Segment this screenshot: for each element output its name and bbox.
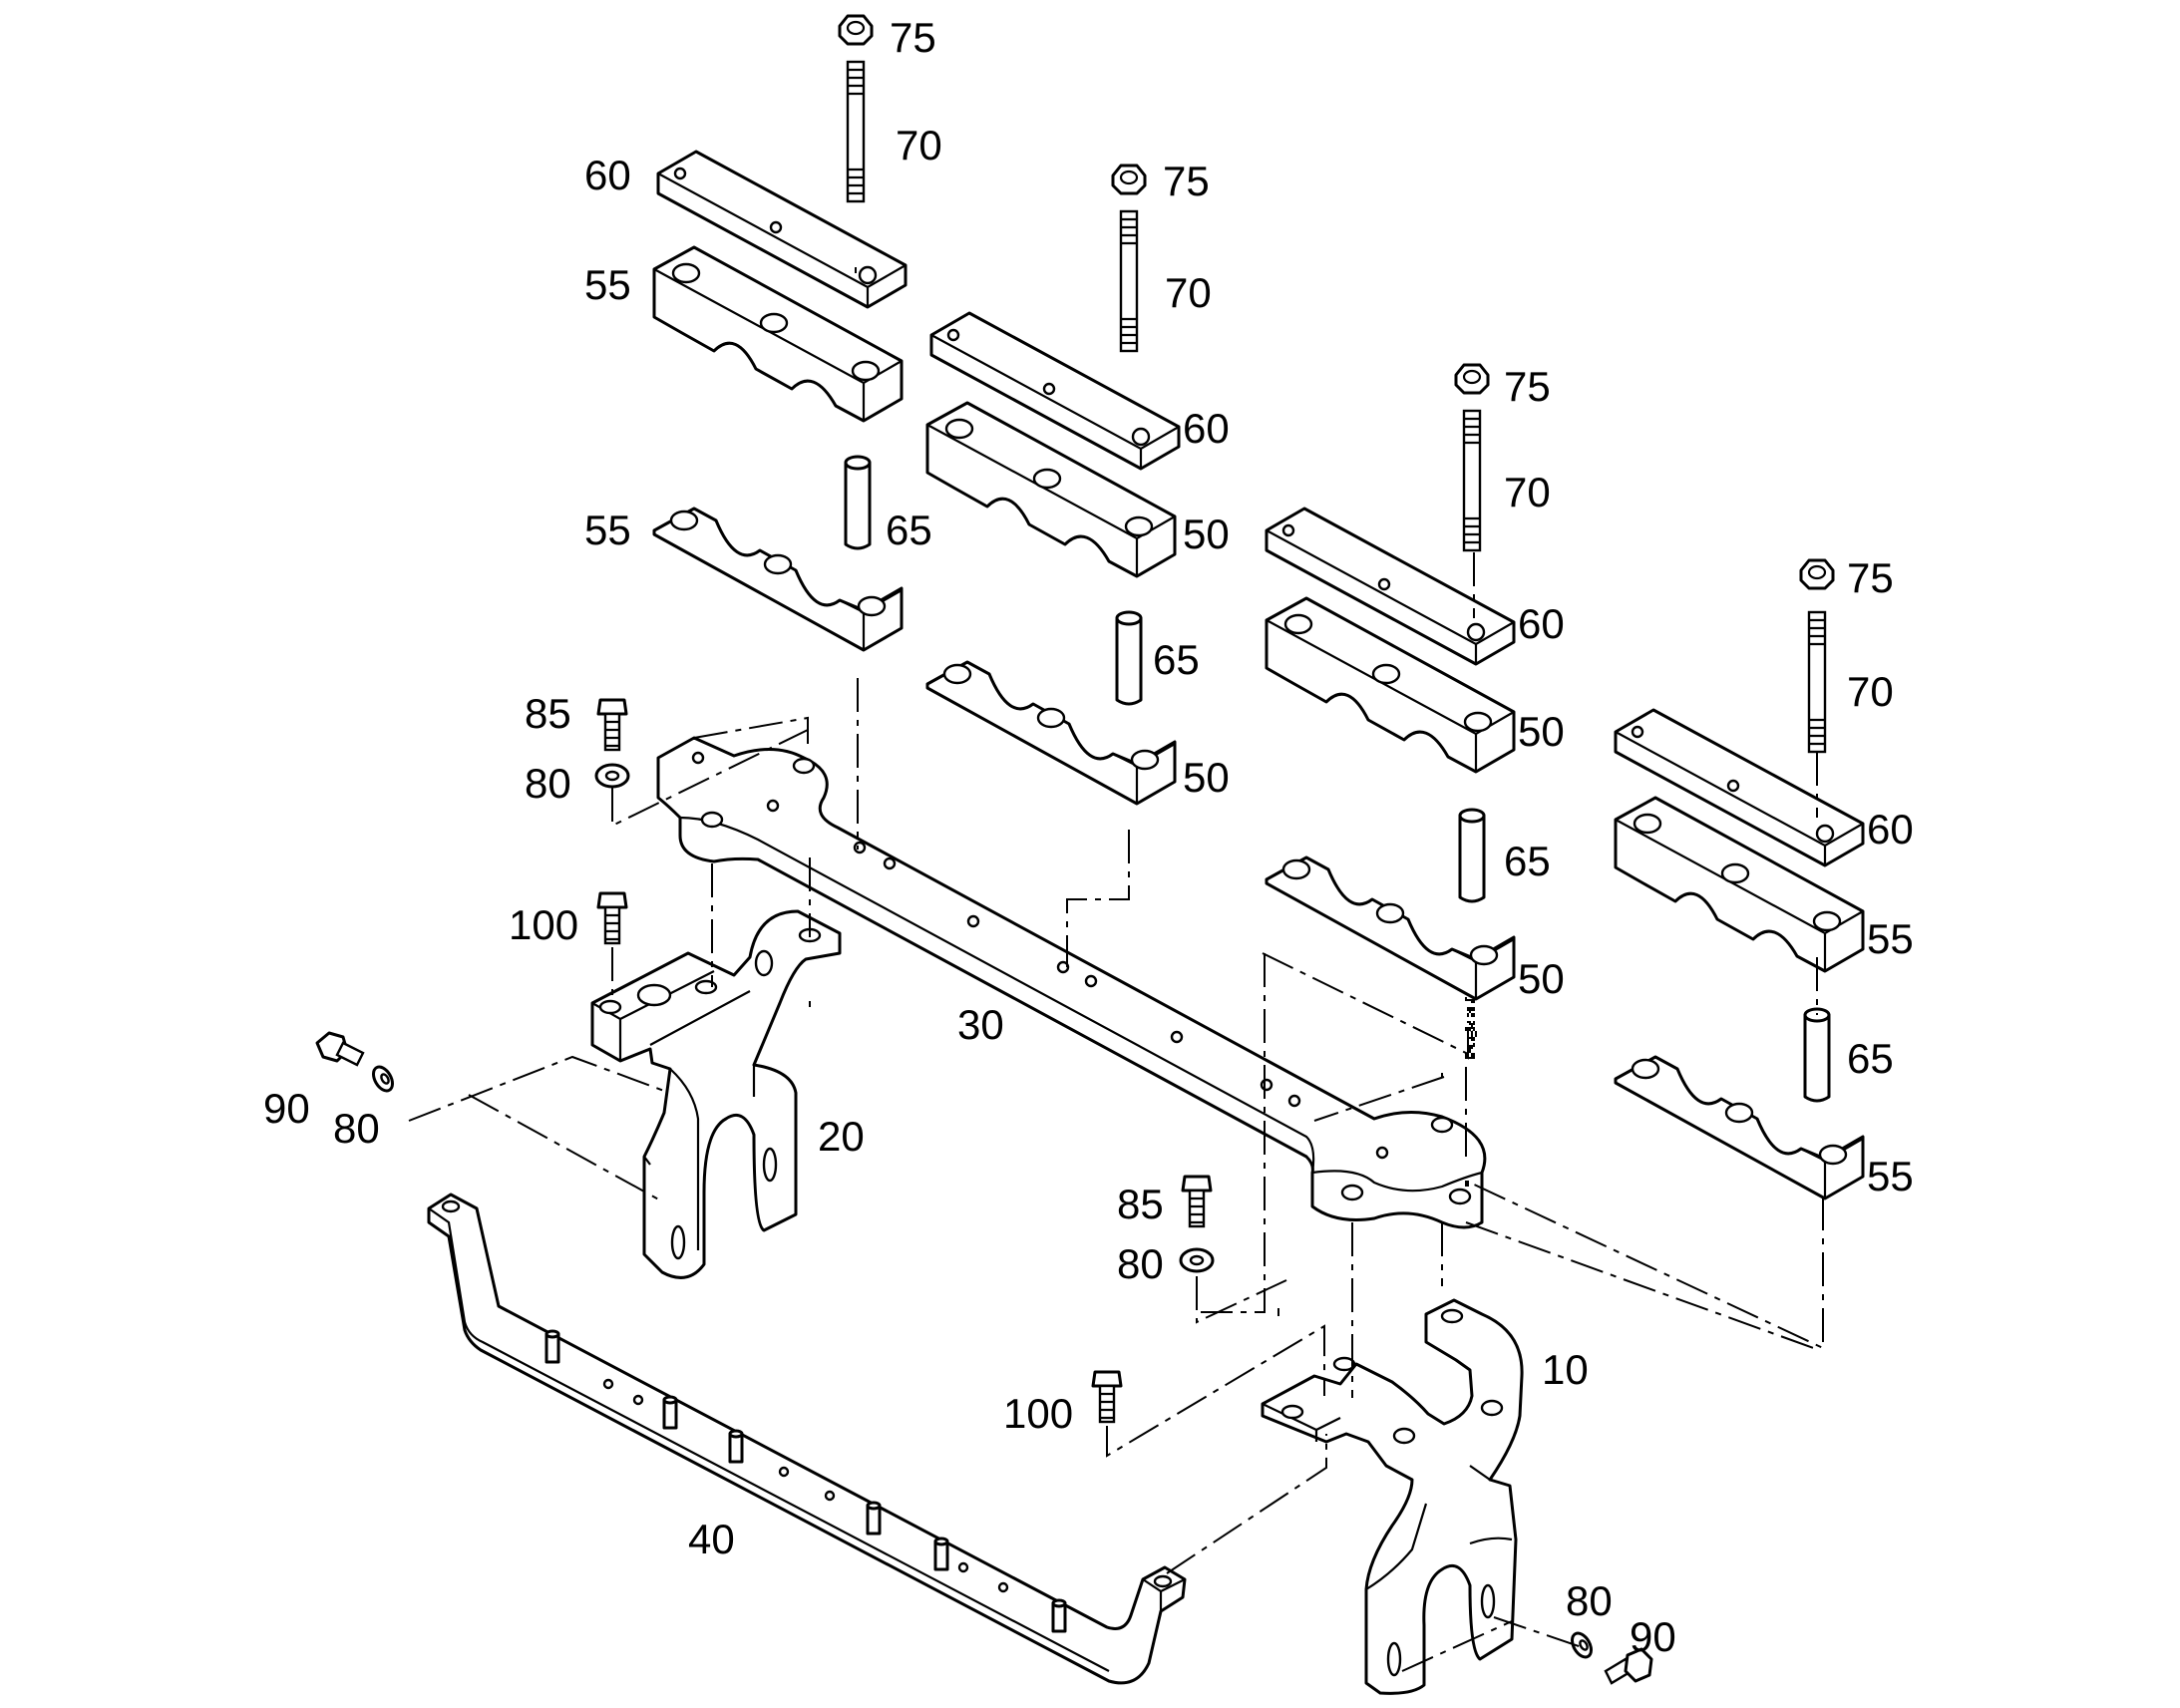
- callout-80-a: 80: [525, 760, 571, 807]
- callout-50-b: 50: [1183, 754, 1230, 801]
- bolt-85-b: [1181, 1175, 1213, 1228]
- callout-80-d: 80: [1566, 1577, 1613, 1624]
- nut-75-c: [1454, 363, 1490, 395]
- bracket-10: [1261, 1298, 1524, 1695]
- washer-80-a: [594, 763, 630, 789]
- callout-70-b: 70: [1165, 269, 1212, 316]
- callout-65-b: 65: [1153, 636, 1200, 683]
- callout-60-b: 60: [1183, 405, 1230, 452]
- washer-80-c: [1179, 1247, 1215, 1273]
- callout-75-b: 75: [1163, 158, 1210, 204]
- washer-80-d: [1571, 1631, 1593, 1659]
- bolt-100-a: [596, 891, 628, 945]
- bar-40: [427, 1193, 1187, 1685]
- bolt-90-a: [315, 1031, 365, 1067]
- spacer-65-d: [1803, 1007, 1831, 1103]
- callout-40: 40: [688, 1516, 735, 1562]
- callout-50-c: 50: [1518, 708, 1565, 755]
- callout-55-b: 55: [584, 507, 631, 553]
- callout-10: 10: [1542, 1346, 1589, 1393]
- spacer-65-b: [1115, 610, 1143, 706]
- callout-65-d: 65: [1847, 1035, 1894, 1082]
- callout-55-a: 55: [584, 261, 631, 308]
- callout-65-c: 65: [1504, 838, 1551, 884]
- callout-80-c: 80: [1117, 1240, 1164, 1287]
- nut-75-d: [1799, 558, 1835, 590]
- callout-30: 30: [957, 1001, 1004, 1048]
- nut-75-a: [838, 14, 874, 46]
- crossmember-30: [656, 736, 1487, 1229]
- callout-80-b: 80: [333, 1105, 380, 1152]
- bolt-100-b: [1091, 1370, 1123, 1424]
- bracket-20: [590, 909, 842, 1279]
- nut-75-b: [1111, 164, 1147, 195]
- stud-70-c: [1462, 409, 1482, 552]
- callout-60-c: 60: [1518, 600, 1565, 647]
- bolt-85-a: [596, 698, 628, 752]
- callout-75-c: 75: [1504, 363, 1551, 410]
- callout-100-a: 100: [509, 901, 578, 948]
- callout-60-d: 60: [1867, 806, 1914, 853]
- stud-70-a: [846, 60, 866, 203]
- callout-90-a: 90: [263, 1085, 310, 1132]
- stud-70-b: [1119, 209, 1139, 353]
- callout-20: 20: [818, 1113, 865, 1160]
- callout-labels: 75 70 60 55 55 65 75 70 60 50 65 50 75 7…: [263, 14, 1914, 1660]
- callout-90-b: 90: [1630, 1613, 1676, 1660]
- callout-55-c: 55: [1867, 915, 1914, 962]
- spacer-65-c: [1458, 808, 1486, 903]
- stud-70-d: [1807, 610, 1827, 754]
- callout-100-b: 100: [1003, 1390, 1073, 1437]
- bolt-90-b: [1604, 1647, 1653, 1685]
- callout-70-d: 70: [1847, 668, 1894, 715]
- callout-85-a: 85: [525, 690, 571, 737]
- callout-85-b: 85: [1117, 1181, 1164, 1227]
- callout-75-d: 75: [1847, 554, 1894, 601]
- assembly-leader-lines: [408, 267, 1824, 1672]
- washer-80-b: [372, 1065, 394, 1093]
- callout-55-d: 55: [1867, 1153, 1914, 1199]
- callout-60-a: 60: [584, 152, 631, 198]
- spacer-65-a: [844, 455, 872, 550]
- callout-50-a: 50: [1183, 511, 1230, 557]
- callout-70-a: 70: [896, 122, 942, 169]
- callout-65-a: 65: [886, 507, 932, 553]
- callout-50-d: 50: [1518, 955, 1565, 1002]
- callout-70-c: 70: [1504, 469, 1551, 515]
- callout-75-a: 75: [890, 14, 936, 61]
